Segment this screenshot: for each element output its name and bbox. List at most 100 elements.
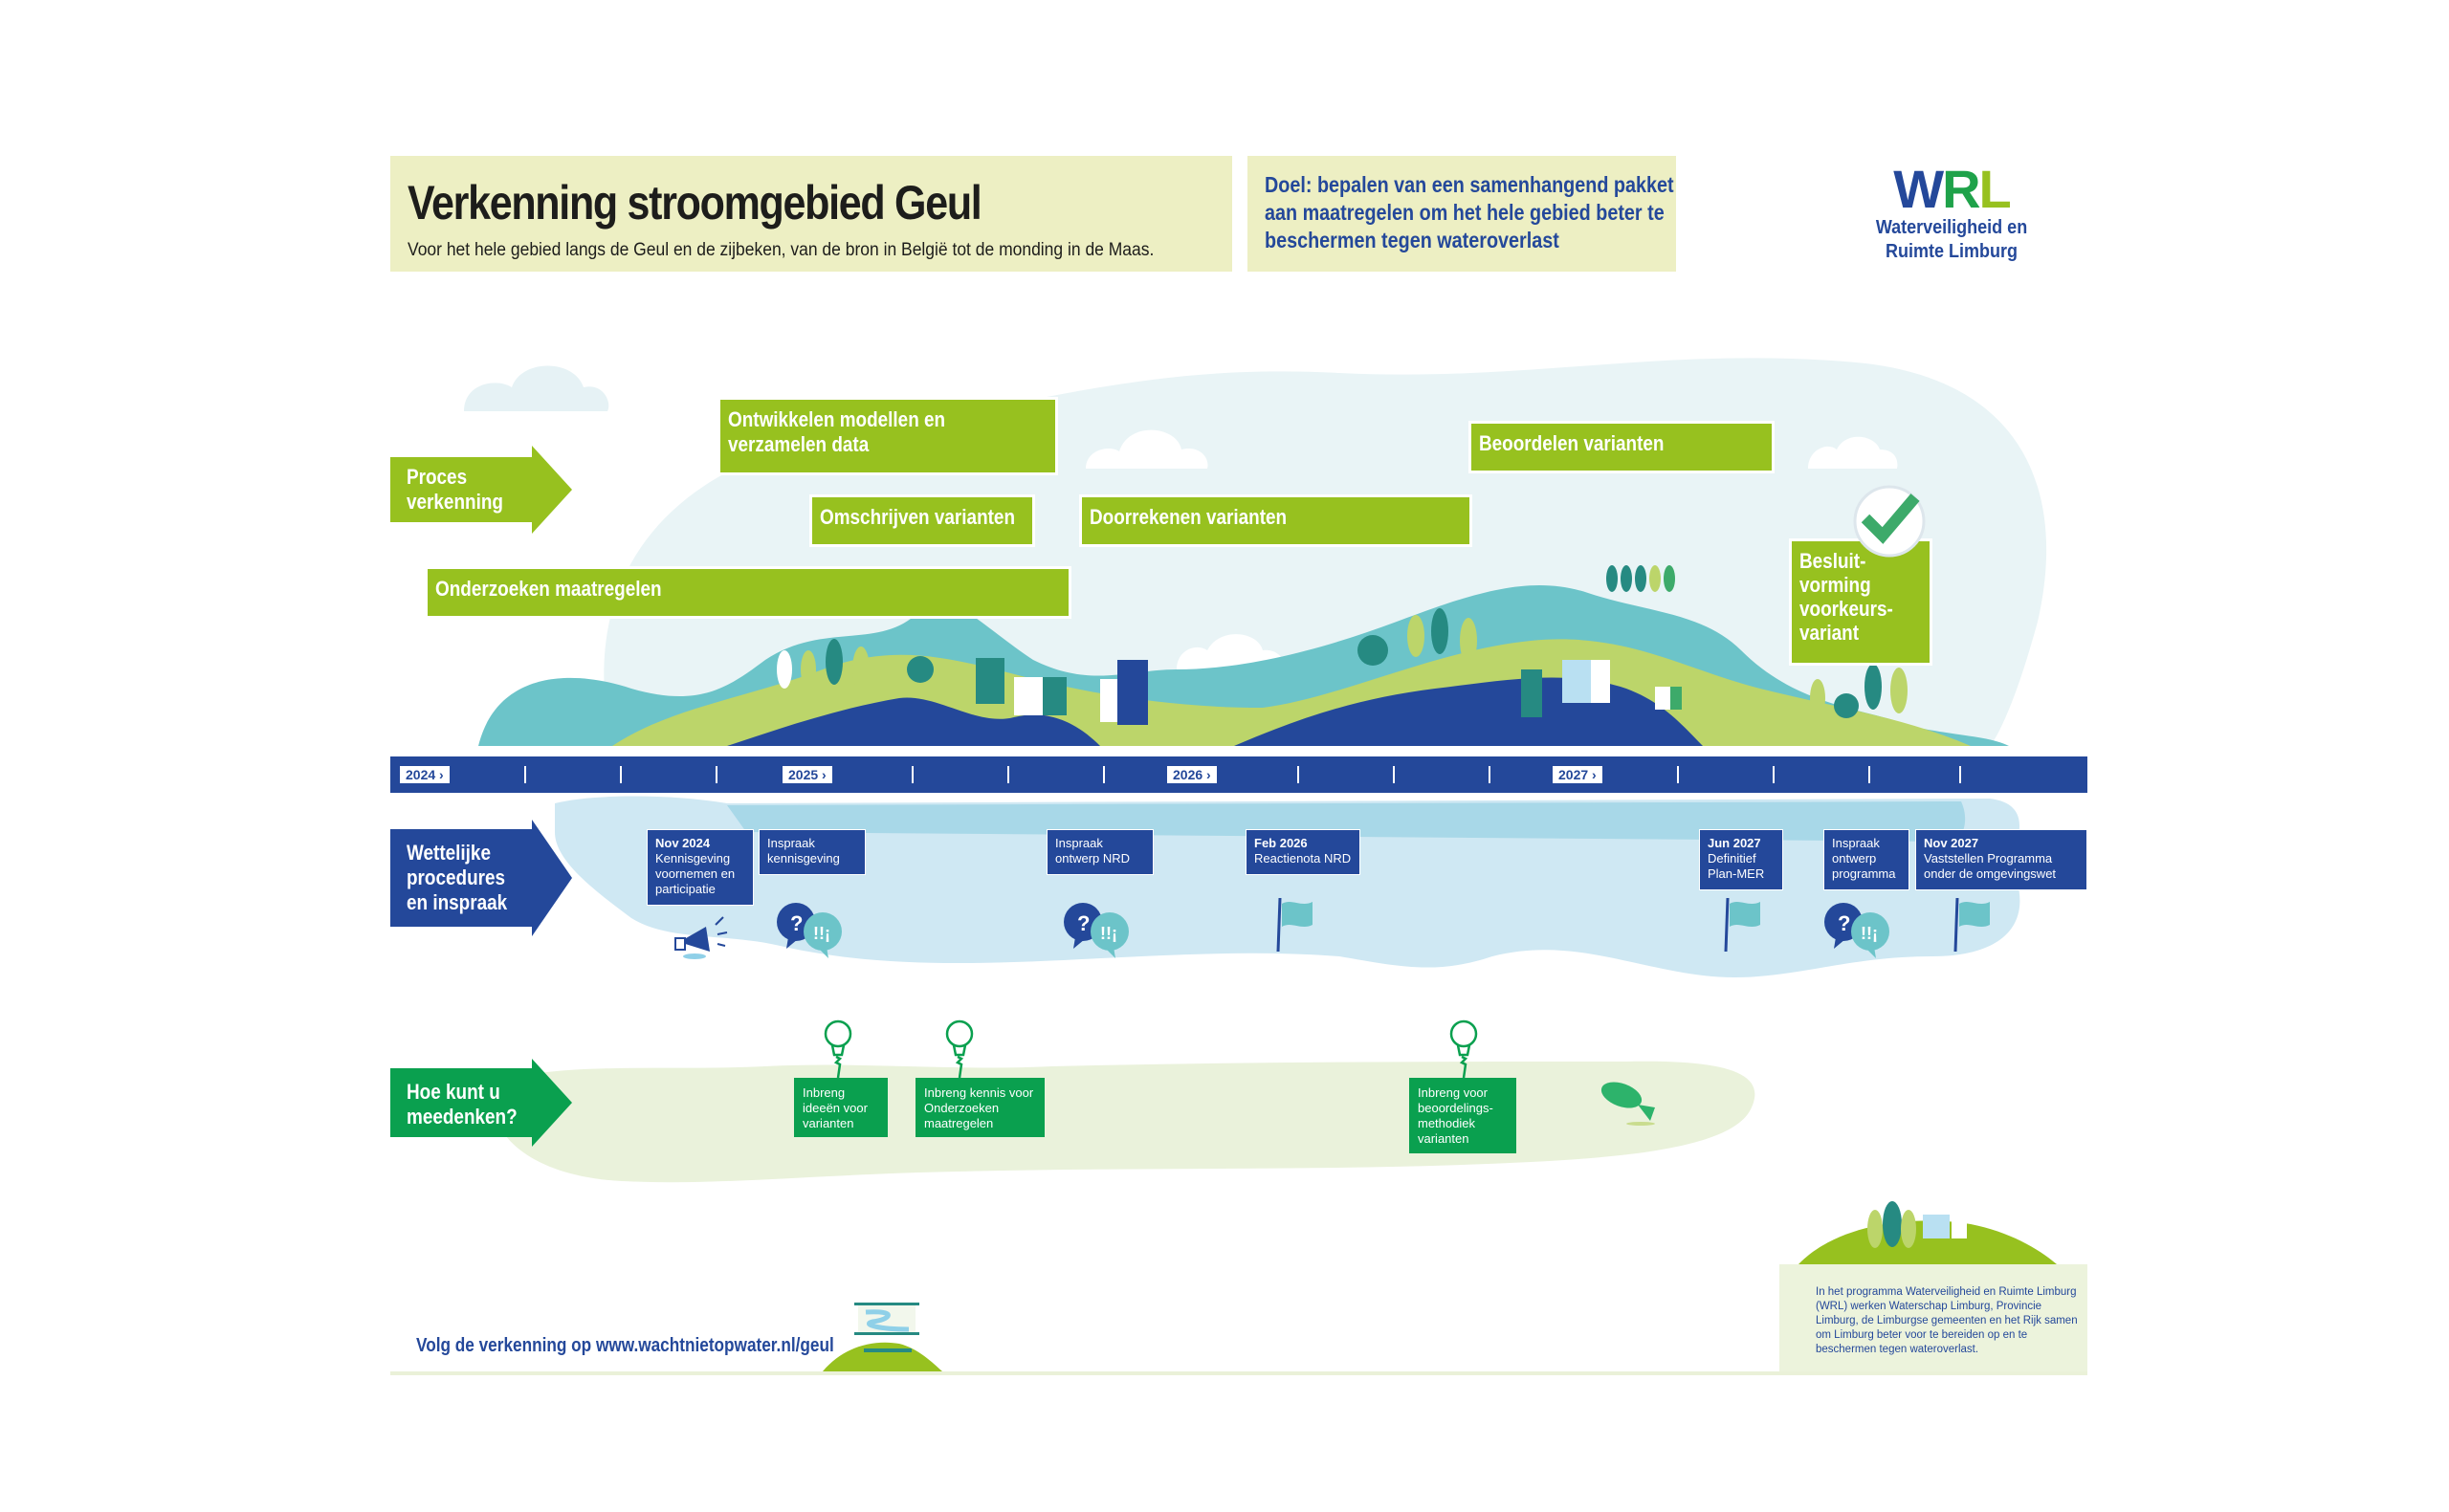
water-blob — [555, 796, 2020, 978]
participate-text: Inbreng voor beoordelings-methodiek vari… — [1418, 1085, 1493, 1146]
month-tick — [1773, 766, 1775, 783]
phase-label: Doorrekenen varianten — [1090, 505, 1288, 529]
arrow-shape — [390, 446, 572, 534]
year-marker-2025: 2025 › — [783, 766, 832, 783]
arrow-shape — [390, 820, 572, 936]
follow-link[interactable]: Volg de verkenning op www.wachtnietopwat… — [416, 1335, 834, 1356]
year-marker-2024: 2024 › — [400, 766, 450, 783]
lightbulb-icon — [824, 1019, 852, 1078]
legal-text: Kennisgeving voornemen en participatie — [655, 851, 736, 896]
meadow-blob — [493, 1061, 1755, 1183]
month-tick — [1297, 766, 1299, 783]
goal-panel: Doel: bepalen van een samenhangend pakke… — [1247, 156, 1676, 272]
legal-text: Reactienota NRD — [1254, 851, 1352, 866]
month-tick — [1677, 766, 1679, 783]
phase-label: Beoordelen varianten — [1479, 431, 1665, 455]
year-marker-2027: 2027 › — [1553, 766, 1602, 783]
month-tick — [524, 766, 526, 783]
phase-label: vorming — [1799, 573, 1871, 597]
phase-decision-preferred-variant: Besluit- vorming voorkeurs- variant — [1789, 538, 1932, 666]
logo-letter-w: W — [1893, 159, 1944, 219]
hill-presentation — [823, 1342, 942, 1371]
legal-text: Inspraak kennisgeving — [767, 836, 840, 866]
row-label-line: en inspraak — [407, 890, 508, 914]
row-label-line: Hoe kunt u — [407, 1080, 500, 1104]
river — [727, 697, 1100, 746]
legal-date: Nov 2027 — [1924, 836, 1979, 850]
wrl-logo: WRL Waterveiligheid en Ruimte Limburg — [1856, 163, 2047, 268]
svg-text:?: ? — [1838, 911, 1850, 935]
row-label-participate: Hoe kunt u meedenken? — [390, 1059, 572, 1147]
row-label-legal: Wettelijke procedures en inspraak — [390, 820, 572, 936]
phase-label: Omschrijven varianten — [820, 505, 1016, 529]
phase-describe-variants: Omschrijven varianten — [809, 494, 1035, 547]
logo-letter-l: L — [1978, 159, 2012, 219]
svg-text:!!¡: !!¡ — [813, 924, 830, 943]
logo-line-1: Waterveiligheid en — [1875, 217, 2028, 238]
legal-text: Definitief Plan-MER — [1708, 851, 1765, 881]
cloud — [464, 365, 609, 411]
logo-line-2: Ruimte Limburg — [1885, 241, 2019, 262]
legal-date: Feb 2026 — [1254, 836, 1308, 850]
legal-text: Vaststellen Programma onder de omgevings… — [1924, 851, 2057, 881]
timeline-bar: 2024 › 2025 › 2026 › 2027 › — [390, 756, 2087, 793]
flag-icon — [1276, 897, 1313, 953]
phase-label: variant — [1799, 621, 1860, 645]
phase-calculate-variants: Doorrekenen varianten — [1079, 494, 1472, 547]
participate-text: Inbreng ideeën voor varianten — [803, 1085, 868, 1130]
phase-label: Besluit- — [1799, 549, 1866, 573]
speech-bubbles-icon: ? !!¡ — [1064, 903, 1129, 958]
month-tick — [620, 766, 622, 783]
month-tick — [1103, 766, 1105, 783]
info-panel: In het programma Waterveiligheid en Ruim… — [1779, 1264, 2087, 1375]
village-illustration — [1867, 1201, 1967, 1248]
row-label-line: verkenning — [407, 490, 503, 514]
presentation-board-icon — [854, 1303, 919, 1352]
page-subtitle: Voor het hele gebied langs de Geul en de… — [408, 240, 1155, 260]
cloud — [1808, 436, 1898, 469]
legal-item: Nov 2027 Vaststellen Programma onder de … — [1915, 829, 2087, 890]
month-tick — [912, 766, 914, 783]
legal-item: Jun 2027 Definitief Plan-MER — [1699, 829, 1783, 890]
month-tick — [1489, 766, 1490, 783]
cloud — [1177, 634, 1285, 669]
info-text: In het programma Waterveiligheid en Ruim… — [1816, 1286, 2078, 1355]
participate-item: Inbreng ideeën voor varianten — [794, 1078, 888, 1137]
month-tick — [1007, 766, 1009, 783]
legal-item: Feb 2026 Reactienota NRD — [1246, 829, 1360, 875]
year-marker-2026: 2026 › — [1167, 766, 1217, 783]
page-title: Verkenning stroomgebied Geul — [408, 176, 982, 230]
legal-item: Nov 2024 Kennisgeving voornemen en parti… — [647, 829, 754, 906]
legal-text: Inspraak ontwerp NRD — [1055, 836, 1131, 866]
row-label-process: Proces verkenning — [390, 446, 572, 534]
water-blob-dark — [727, 801, 1966, 842]
svg-text:?: ? — [790, 911, 803, 935]
svg-text:!!¡: !!¡ — [1100, 924, 1117, 943]
houses — [976, 658, 1682, 725]
flag-icon — [1953, 897, 1990, 953]
logo-letter-r: R — [1942, 159, 1980, 219]
arrow-shape — [390, 1059, 572, 1147]
phase-label: voorkeurs- — [1799, 597, 1893, 621]
lightbulb-icon — [945, 1019, 974, 1078]
checkmark-icon — [1853, 485, 1926, 558]
legal-item: Inspraak kennisgeving — [759, 829, 866, 875]
flag-icon — [1724, 897, 1760, 953]
participate-item: Inbreng kennis voor Onderzoeken maatrege… — [916, 1078, 1045, 1137]
month-tick — [1393, 766, 1395, 783]
logo-mark: WRL — [1856, 163, 2047, 216]
phase-label: Onderzoeken maatregelen — [435, 577, 662, 601]
legal-item: Inspraak ontwerp NRD — [1047, 829, 1154, 875]
row-label-line: Proces — [407, 465, 468, 489]
legal-date: Nov 2024 — [655, 836, 711, 850]
row-label-line: Wettelijke — [407, 841, 491, 865]
participate-item: Inbreng voor beoordelings-methodiek vari… — [1409, 1078, 1516, 1153]
phase-investigate-measures: Onderzoeken maatregelen — [425, 566, 1071, 619]
speech-bubbles-icon: ? !!¡ — [777, 903, 842, 958]
hill-small — [1798, 1220, 2057, 1264]
row-label-line: procedures — [407, 866, 506, 889]
trees — [777, 565, 1908, 718]
row-label-line: meedenken? — [407, 1105, 518, 1129]
bottom-divider — [390, 1371, 2087, 1375]
svg-text:!!¡: !!¡ — [1861, 924, 1878, 943]
